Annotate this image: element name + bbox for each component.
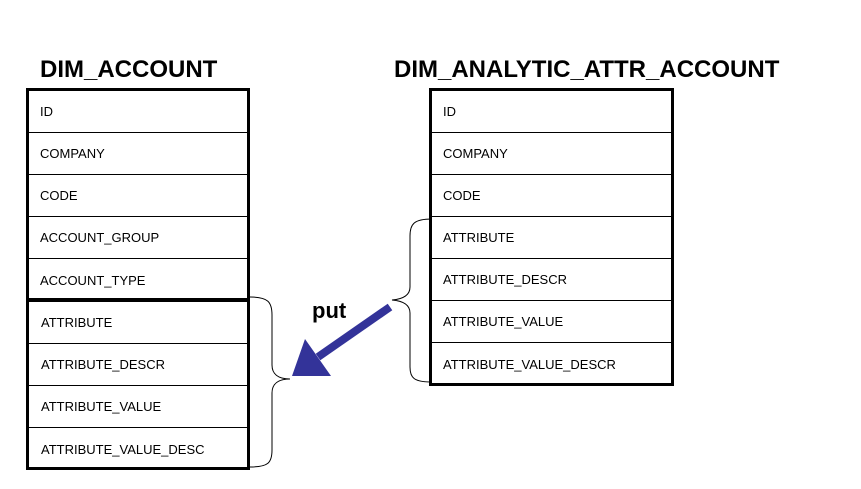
dim-account-field-account-type: ACCOUNT_TYPE: [40, 272, 146, 288]
analytic-field-code: CODE: [432, 175, 671, 217]
dim-account-field-account-group: ACCOUNT_GROUP: [29, 217, 247, 259]
dim-account-field-company: COMPANY: [29, 133, 247, 175]
dim-account-title: DIM_ACCOUNT: [40, 56, 218, 83]
analytic-field-attribute: ATTRIBUTE: [432, 217, 671, 259]
dim-account-field-attribute-value: ATTRIBUTE_VALUE: [29, 386, 247, 428]
dim-account-field-attribute-descr: ATTRIBUTE_DESCR: [29, 344, 247, 386]
put-arrow-label: put: [312, 298, 347, 323]
analytic-field-id: ID: [432, 91, 671, 133]
dim-analytic-attr-account-table: ID COMPANY CODE ATTRIBUTE ATTRIBUTE_DESC…: [429, 88, 674, 386]
analytic-field-attribute-value-descr: ATTRIBUTE_VALUE_DESCR: [443, 356, 616, 372]
analytic-field-company: COMPANY: [432, 133, 671, 175]
dim-account-attribute-fields: ATTRIBUTE ATTRIBUTE_DESCR ATTRIBUTE_VALU…: [26, 299, 250, 470]
arrow-left-icon: [292, 339, 331, 376]
analytic-field-attribute-value: ATTRIBUTE_VALUE: [432, 301, 671, 343]
dim-account-base-fields: ID COMPANY CODE ACCOUNT_GROUP ACCOUNT_TY…: [26, 88, 250, 301]
dim-account-field-attribute: ATTRIBUTE: [29, 302, 247, 344]
left-curly-brace-icon: [249, 296, 291, 468]
dim-account-field-attribute-value-desc: ATTRIBUTE_VALUE_DESC: [41, 441, 205, 457]
analytic-field-attribute-descr: ATTRIBUTE_DESCR: [432, 259, 671, 301]
dim-analytic-attr-account-title: DIM_ANALYTIC_ATTR_ACCOUNT: [394, 56, 780, 83]
dim-account-field-code: CODE: [29, 175, 247, 217]
dim-account-field-id: ID: [29, 91, 247, 133]
right-curly-brace-icon: [391, 218, 433, 383]
